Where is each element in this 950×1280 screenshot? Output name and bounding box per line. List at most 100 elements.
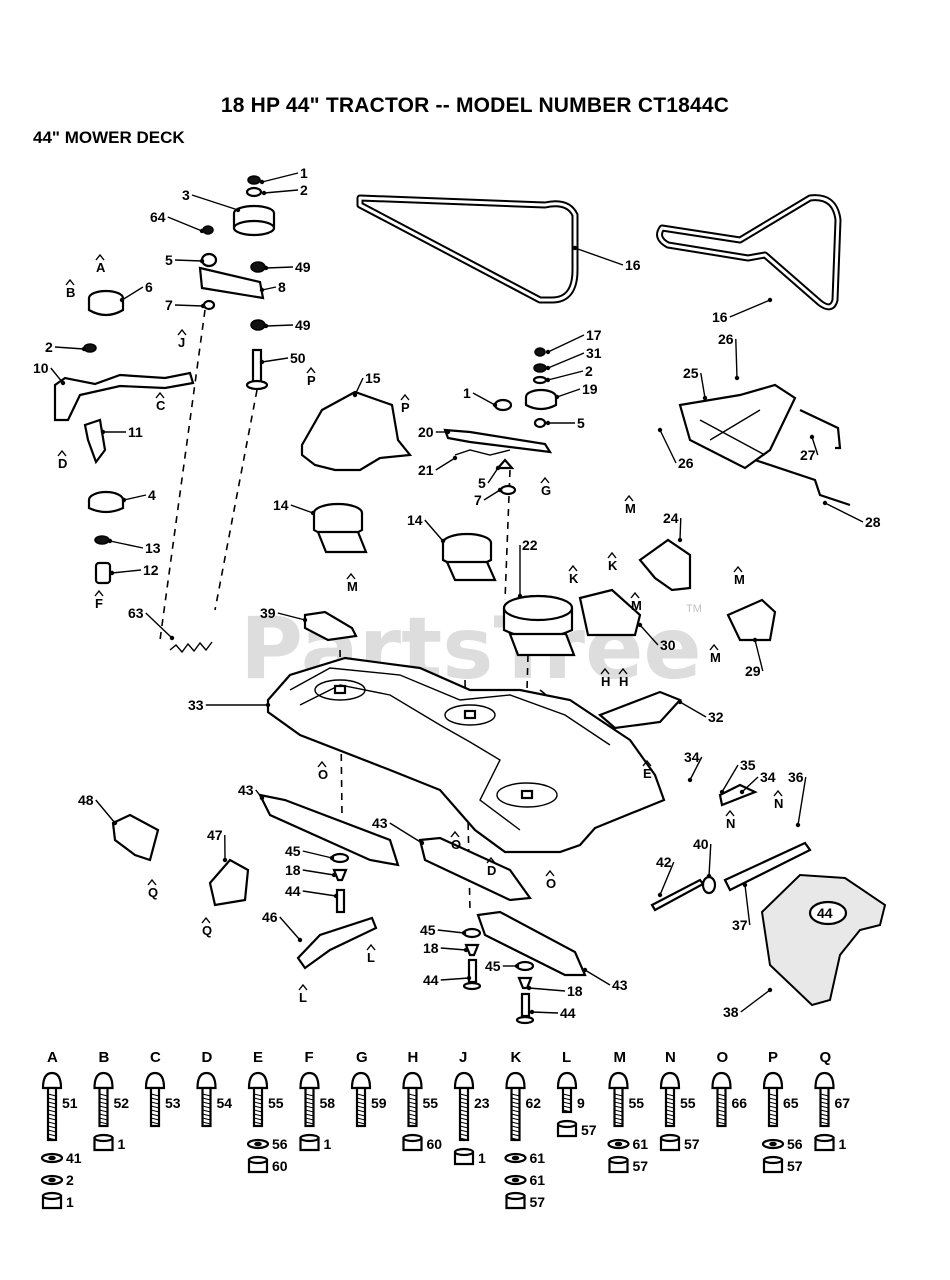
discharge-chute-38: 44	[760, 873, 887, 1007]
nut-top	[556, 1119, 578, 1129]
leader-arrowhead	[657, 892, 663, 898]
thread-line	[820, 1109, 829, 1113]
callout-leader	[354, 377, 364, 396]
thread-line	[614, 1121, 623, 1125]
thread-line	[717, 1093, 726, 1097]
leader-arrowhead	[121, 497, 127, 503]
washer-hole	[511, 1155, 520, 1161]
letter-pointer	[95, 253, 105, 261]
nut-top	[608, 1155, 629, 1165]
hardware-letter: K	[511, 1049, 522, 1066]
thread-line	[820, 1097, 829, 1101]
thread-line	[305, 1109, 314, 1113]
callout-19: 19	[582, 381, 598, 397]
hardware-letter: O	[717, 1049, 729, 1066]
belt-left	[356, 194, 579, 304]
thread-line	[408, 1109, 417, 1113]
washer-hole	[48, 1155, 56, 1161]
thread-line	[459, 1097, 469, 1101]
thread-line	[47, 1121, 57, 1125]
leader-arrowhead	[795, 822, 801, 828]
callout-leader	[261, 286, 277, 291]
bolt-head-icon	[711, 1071, 732, 1090]
bracket-37	[723, 841, 812, 892]
thread-line	[47, 1101, 57, 1105]
callout-leader	[145, 612, 173, 639]
bolt-head-icon	[41, 1071, 63, 1090]
callout-leader	[389, 822, 423, 844]
bolt-head-icon	[814, 1071, 835, 1090]
thread-line	[150, 1121, 160, 1125]
letter-pointer	[306, 366, 316, 374]
bolt-part-number: 55	[629, 1095, 645, 1111]
callout-leader	[740, 989, 771, 1013]
callout-leader	[700, 372, 706, 399]
leader-arrowhead	[767, 987, 773, 993]
thread-line	[768, 1097, 778, 1101]
hardware-letter: J	[459, 1049, 467, 1066]
callout-38: 38	[723, 1004, 739, 1020]
callout-28: 28	[865, 514, 881, 530]
thread-line	[202, 1101, 211, 1105]
callout-leader	[111, 569, 142, 574]
leader-arrowhead	[752, 637, 758, 643]
callout-33: 33	[188, 697, 204, 713]
letter-marker-K: K	[569, 571, 579, 586]
nut-top	[453, 1147, 475, 1157]
letter-pointer	[65, 278, 75, 286]
hardware-group-D: D54	[196, 1049, 232, 1128]
hardware-part-number: 1	[478, 1150, 486, 1166]
letter-marker-M: M	[625, 501, 636, 516]
thread-line	[356, 1101, 366, 1105]
callout-leader	[191, 194, 239, 211]
callout-leader	[261, 172, 299, 183]
callout-leader	[440, 977, 470, 981]
callout-26: 26	[678, 455, 694, 471]
thread-line	[150, 1097, 160, 1101]
letter-marker-A: A	[96, 260, 106, 275]
letter-pointer	[155, 391, 165, 399]
thread-line	[511, 1137, 520, 1141]
hardware-part-number: 57	[633, 1158, 649, 1174]
callout-14: 14	[407, 512, 423, 528]
thread-line	[253, 1121, 263, 1125]
thread-line	[408, 1093, 417, 1097]
letter-pointer	[366, 943, 376, 951]
bolt-head-icon	[608, 1071, 629, 1090]
hardware-part-number: 61	[530, 1150, 546, 1166]
callout-4: 4	[148, 487, 156, 503]
callout-leader	[487, 467, 499, 484]
callout-leader	[302, 890, 337, 897]
leader-arrowhead	[545, 377, 551, 383]
callout-27: 27	[800, 447, 816, 463]
bolt-head-icon	[196, 1071, 217, 1090]
letter-pointer	[317, 760, 327, 768]
thread-line	[614, 1113, 623, 1117]
callout-leader	[811, 436, 819, 456]
hardware-part-number: 57	[684, 1136, 700, 1152]
callout-10: 10	[33, 360, 49, 376]
thread-line	[665, 1117, 675, 1121]
thread-line	[717, 1097, 726, 1101]
thread-line	[356, 1121, 366, 1125]
leader-arrowhead	[100, 429, 106, 435]
thread-line	[459, 1109, 469, 1113]
leader-arrowhead	[310, 510, 316, 516]
callout-14: 14	[273, 497, 289, 513]
thread-line	[459, 1093, 469, 1097]
callout-leader	[574, 247, 624, 266]
callout-43: 43	[372, 815, 388, 831]
hardware-letter: D	[202, 1049, 213, 1066]
hardware-part-number: 57	[581, 1122, 597, 1138]
thread-line	[356, 1097, 366, 1101]
callout-16: 16	[712, 309, 728, 325]
thread-line	[408, 1117, 417, 1121]
callout-2: 2	[45, 339, 53, 355]
callout-34: 34	[684, 749, 700, 765]
thread-line	[562, 1105, 572, 1109]
thread-line	[47, 1109, 57, 1113]
thread-line	[150, 1101, 160, 1105]
leader-arrowhead	[445, 429, 451, 435]
